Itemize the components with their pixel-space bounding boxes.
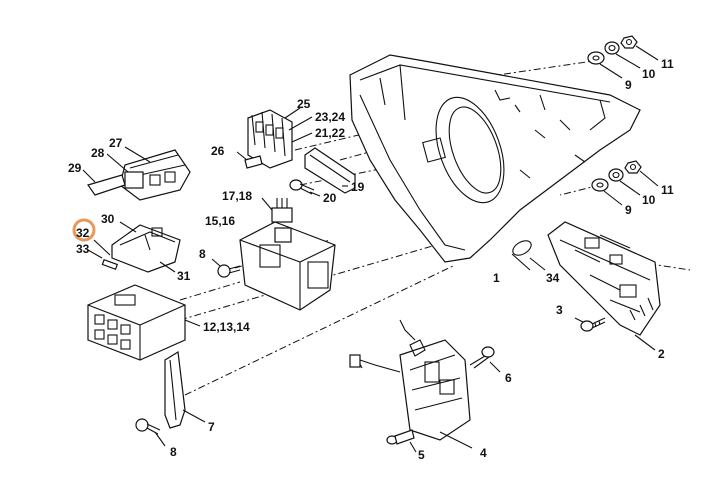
label-19: 19	[351, 180, 365, 194]
label-10-middle: 10	[642, 193, 656, 207]
washer-nut-group-middle	[591, 160, 659, 206]
label-8-lower: 8	[170, 445, 177, 459]
screw-part-6	[469, 346, 501, 373]
screw-part-8-lower	[135, 418, 166, 447]
label-15-16: 15,16	[205, 214, 235, 228]
label-27: 27	[109, 136, 123, 150]
contactor-part-12	[87, 284, 201, 361]
washer-nut-group-top	[587, 35, 659, 79]
screw-part-8-upper	[211, 258, 241, 278]
screw-part-20	[289, 179, 321, 197]
circuit-board-part-2	[547, 221, 661, 351]
din-rail-part-7	[164, 350, 206, 429]
standoff-part-5	[386, 429, 417, 453]
control-board-part-4	[349, 319, 473, 449]
terminal-block-part-25	[247, 107, 313, 169]
label-20: 20	[323, 191, 337, 205]
label-32[interactable]: 32	[76, 226, 90, 240]
clip-part-29	[82, 169, 126, 196]
jumper-part-26	[236, 151, 263, 169]
label-23-24: 23,24	[315, 110, 345, 124]
label-9-top: 9	[625, 78, 632, 92]
label-7: 7	[208, 420, 215, 434]
highlight-marker-32	[72, 218, 111, 256]
label-33: 33	[76, 242, 90, 256]
label-21-22: 21,22	[315, 126, 345, 140]
pin-part-33	[87, 249, 119, 270]
module-part-30	[111, 221, 181, 273]
label-31: 31	[177, 269, 191, 283]
label-8-upper: 8	[199, 247, 206, 261]
label-28: 28	[91, 146, 105, 160]
label-11-middle: 11	[661, 183, 674, 197]
label-25: 25	[297, 97, 311, 111]
label-34: 34	[546, 271, 560, 285]
label-12-13-14: 12,13,14	[203, 320, 250, 334]
label-6: 6	[505, 371, 512, 385]
din-rail-part-19	[304, 147, 356, 194]
label-2: 2	[658, 347, 665, 361]
part-labels: 1 2 3 4 5 6 7 8 8 9 9 10 10 11 11 12,13,…	[68, 57, 674, 462]
label-11-top: 11	[661, 57, 674, 71]
transformer-part-15	[239, 221, 336, 311]
label-5: 5	[418, 448, 425, 462]
cable-tie-part-34	[511, 240, 546, 271]
label-4: 4	[480, 446, 487, 460]
label-30: 30	[101, 212, 115, 226]
housing-part-1	[349, 54, 641, 263]
connector-part-17	[261, 197, 293, 223]
label-26: 26	[211, 144, 225, 158]
relay-socket-part-27	[106, 146, 191, 201]
label-29: 29	[68, 161, 82, 175]
screw-part-3	[574, 317, 606, 332]
label-9-middle: 9	[625, 203, 632, 217]
label-17-18: 17,18	[222, 189, 252, 203]
label-1: 1	[493, 271, 500, 285]
label-10-top: 10	[642, 67, 656, 81]
label-3: 3	[556, 303, 563, 317]
